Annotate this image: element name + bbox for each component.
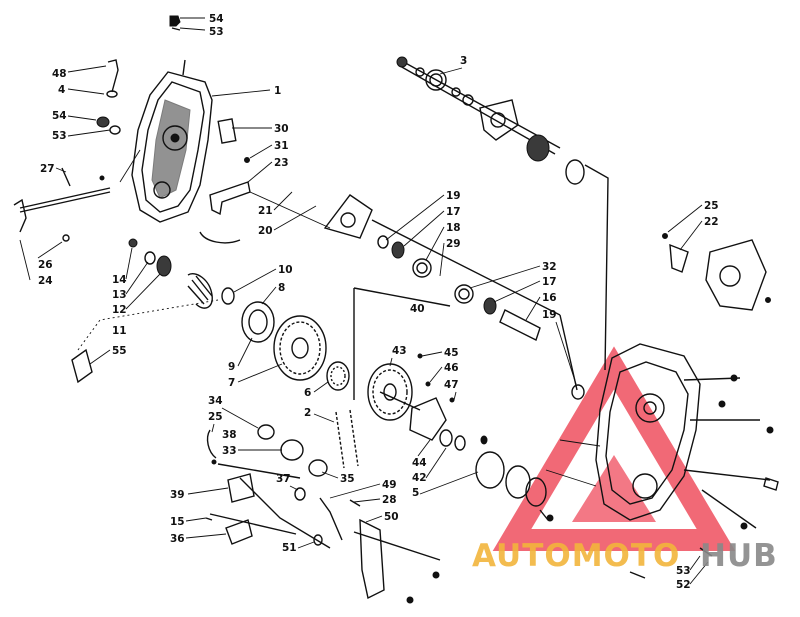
brake-shaft [13, 167, 111, 242]
label-26: 26 [38, 259, 53, 271]
bracket [209, 181, 251, 216]
label-6: 6 [304, 387, 311, 399]
label-46: 46 [444, 362, 459, 374]
label-19b: 19 [542, 309, 557, 321]
label-14: 14 [112, 274, 127, 286]
label-44: 44 [412, 457, 427, 469]
large-sprocket [273, 315, 327, 381]
label-1: 1 [274, 85, 281, 97]
watermark-text-hub: HUB [700, 538, 778, 574]
label-40: 40 [410, 303, 425, 315]
label-33: 33 [222, 445, 237, 457]
label-23: 23 [274, 157, 289, 169]
label-49: 49 [382, 479, 397, 491]
label-25b: 25 [208, 411, 223, 423]
chain-tensioner [206, 424, 328, 479]
top-shaft-assembly [396, 56, 609, 371]
lower-bracket [353, 518, 441, 604]
chaincase-cover [131, 59, 213, 223]
label-13: 13 [112, 289, 127, 301]
label-27: 27 [40, 163, 55, 175]
label-25a: 25 [704, 200, 719, 212]
label-28: 28 [382, 494, 397, 506]
label-32: 32 [542, 261, 557, 273]
label-31: 31 [274, 140, 289, 152]
label-39: 39 [170, 489, 185, 501]
label-5: 5 [412, 487, 419, 499]
brake-caliper [205, 473, 361, 549]
label-48: 48 [52, 68, 67, 80]
plate [217, 118, 237, 144]
label-7: 7 [228, 377, 235, 389]
label-16: 16 [542, 292, 557, 304]
drive-chain [335, 409, 359, 469]
label-20: 20 [258, 225, 273, 237]
label-3: 3 [460, 55, 467, 67]
label-21: 21 [258, 205, 273, 217]
label-36: 36 [170, 533, 185, 545]
label-45: 45 [444, 347, 459, 359]
label-8: 8 [278, 282, 285, 294]
top-bolt [169, 15, 181, 31]
label-51: 51 [282, 542, 297, 554]
label-22: 22 [704, 216, 719, 228]
small-gear [326, 361, 350, 391]
label-54a: 54 [209, 13, 224, 25]
label-12: 12 [112, 304, 127, 316]
label-35: 35 [340, 473, 355, 485]
label-17a: 17 [446, 206, 461, 218]
label-47: 47 [444, 379, 459, 391]
label-55: 55 [112, 345, 127, 357]
watermark-text-automoto: AUTOMOTO [472, 538, 680, 574]
watermark-logo: AUTOMOTO HUB [472, 538, 778, 574]
label-53c: 53 [676, 565, 691, 577]
callout-labels: 54 53 48 4 54 53 1 30 31 23 27 21 20 26 … [19, 13, 719, 591]
label-4: 4 [58, 84, 65, 96]
label-11: 11 [112, 325, 127, 337]
chaincase-housing [539, 343, 779, 579]
label-53b: 53 [52, 130, 67, 142]
label-15: 15 [170, 516, 185, 528]
label-17b: 17 [542, 276, 557, 288]
label-18: 18 [446, 222, 461, 234]
plug [71, 348, 93, 384]
watermark-triangle [492, 346, 736, 551]
label-34: 34 [208, 395, 223, 407]
label-42: 42 [412, 472, 427, 484]
label-9: 9 [228, 361, 235, 373]
label-50: 50 [384, 511, 399, 523]
label-43: 43 [392, 345, 407, 357]
label-53a: 53 [209, 26, 224, 38]
bearing-plate [662, 233, 771, 311]
driven-sprocket-assembly [353, 287, 466, 451]
label-37: 37 [276, 473, 291, 485]
label-52: 52 [676, 579, 691, 591]
label-38: 38 [222, 429, 237, 441]
label-10: 10 [278, 264, 293, 276]
label-29: 29 [446, 238, 461, 250]
label-19a: 19 [446, 190, 461, 202]
label-2: 2 [304, 407, 311, 419]
dipstick [106, 59, 119, 98]
label-30: 30 [274, 123, 289, 135]
sprocket-43 [367, 363, 413, 421]
guide-lines [119, 149, 601, 487]
label-54b: 54 [52, 110, 67, 122]
brake-disc-hub [475, 435, 547, 507]
middle-shaft-assembly [323, 194, 585, 400]
drive-sprocket-assembly [71, 238, 350, 391]
cover-bolt [96, 116, 121, 135]
label-24: 24 [38, 275, 53, 287]
